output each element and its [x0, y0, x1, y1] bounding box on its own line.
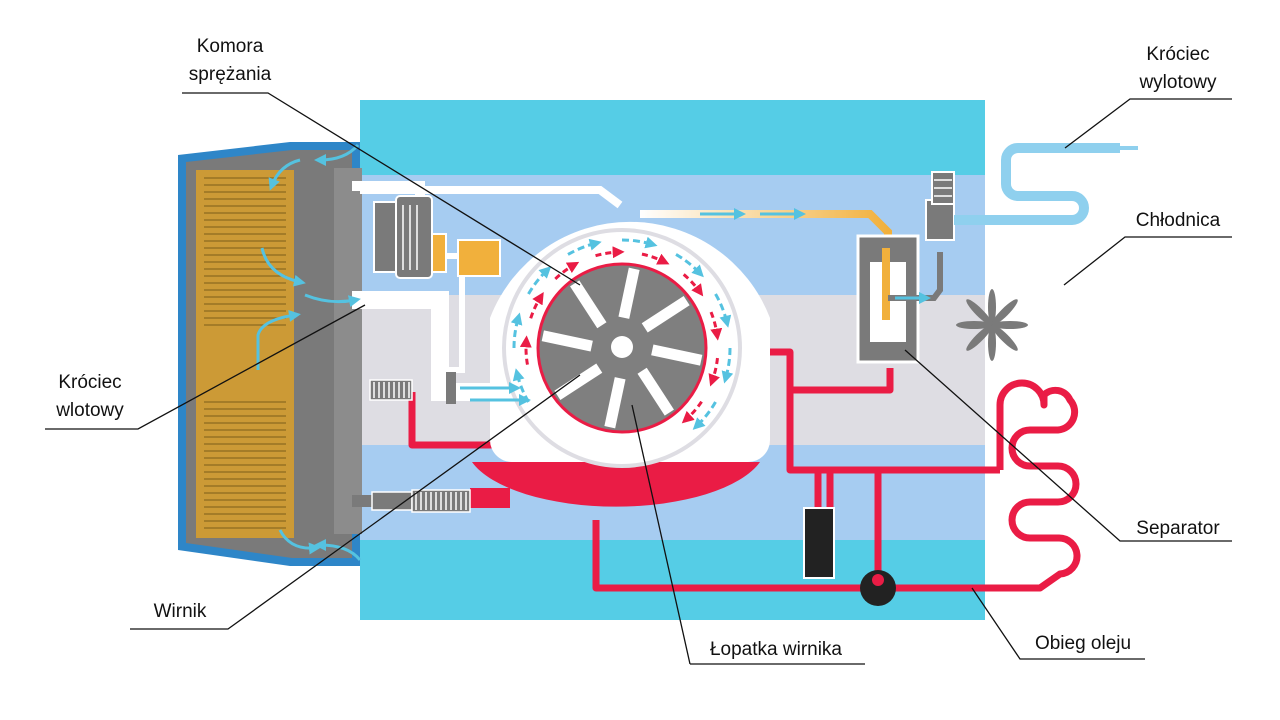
- valve-link: [431, 233, 447, 273]
- separator-label: Separator: [1136, 518, 1220, 539]
- oil-pump: [860, 570, 896, 606]
- oil-cooler-coil: [996, 379, 1081, 592]
- top-pipe: [360, 186, 623, 209]
- valve-stem: [446, 372, 456, 404]
- inlet-port-label-1: Króciec: [58, 372, 121, 393]
- rotor-blades: [541, 267, 703, 429]
- rotor-blade-label: Łopatka wirnika: [710, 639, 842, 660]
- intake-valve: [373, 195, 501, 404]
- compression-chamber-label-2: sprężania: [189, 64, 272, 85]
- oil-filter: [803, 507, 835, 579]
- outlet-port-label-2: wylotowy: [1138, 72, 1217, 93]
- valve-body: [457, 239, 501, 277]
- rotor-label: Wirnik: [154, 601, 207, 622]
- sump-outlet: [470, 488, 510, 508]
- air-filter: [178, 142, 362, 566]
- label-separator: Separator: [904, 349, 1232, 542]
- cooler-label: Chłodnica: [1136, 210, 1221, 231]
- oil-circuit-label: Obieg oleju: [1035, 633, 1131, 654]
- min-pressure-valve: [925, 199, 955, 241]
- label-compression-chamber: Komora sprężania: [182, 36, 581, 286]
- label-rotor: Wirnik: [130, 374, 581, 630]
- cooling-fan-icon: [956, 289, 1028, 361]
- rotor-shaft: [611, 336, 633, 358]
- callouts: Komora sprężania Króciec wylotowy Chłodn…: [45, 36, 1232, 665]
- inlet-port-label-2: wlotowy: [55, 400, 124, 421]
- oil-sump: [472, 462, 760, 507]
- filter-element-ribs: [204, 177, 286, 529]
- oil-pipe-to-nozzle: [408, 392, 505, 449]
- outlet-port-label-1: Króciec: [1146, 44, 1209, 65]
- label-cooler: Chłodnica: [1063, 210, 1232, 286]
- thermostatic-valve: [352, 489, 471, 513]
- housing-band-top: [360, 100, 985, 175]
- valve-actuator-head: [395, 195, 433, 279]
- cooler: [1024, 122, 1066, 606]
- label-rotor-blade: Łopatka wirnika: [631, 404, 865, 665]
- compression-flow-arrows: [510, 236, 734, 430]
- oil-nozzle: [369, 379, 413, 401]
- compression-chamber-label-1: Komora: [197, 36, 264, 57]
- label-oil-circuit: Obieg oleju: [971, 587, 1145, 660]
- cooler-air-pipe: [954, 143, 1120, 225]
- oil-pipe-separator: [790, 368, 894, 394]
- intake-pipe: [352, 291, 525, 401]
- filter-element: [196, 170, 294, 538]
- air-flow-arrows: [256, 143, 931, 561]
- label-inlet-port: Króciec wlotowy: [45, 304, 366, 430]
- filter-connector: [334, 168, 362, 534]
- label-outlet-port: Króciec wylotowy: [1064, 44, 1232, 149]
